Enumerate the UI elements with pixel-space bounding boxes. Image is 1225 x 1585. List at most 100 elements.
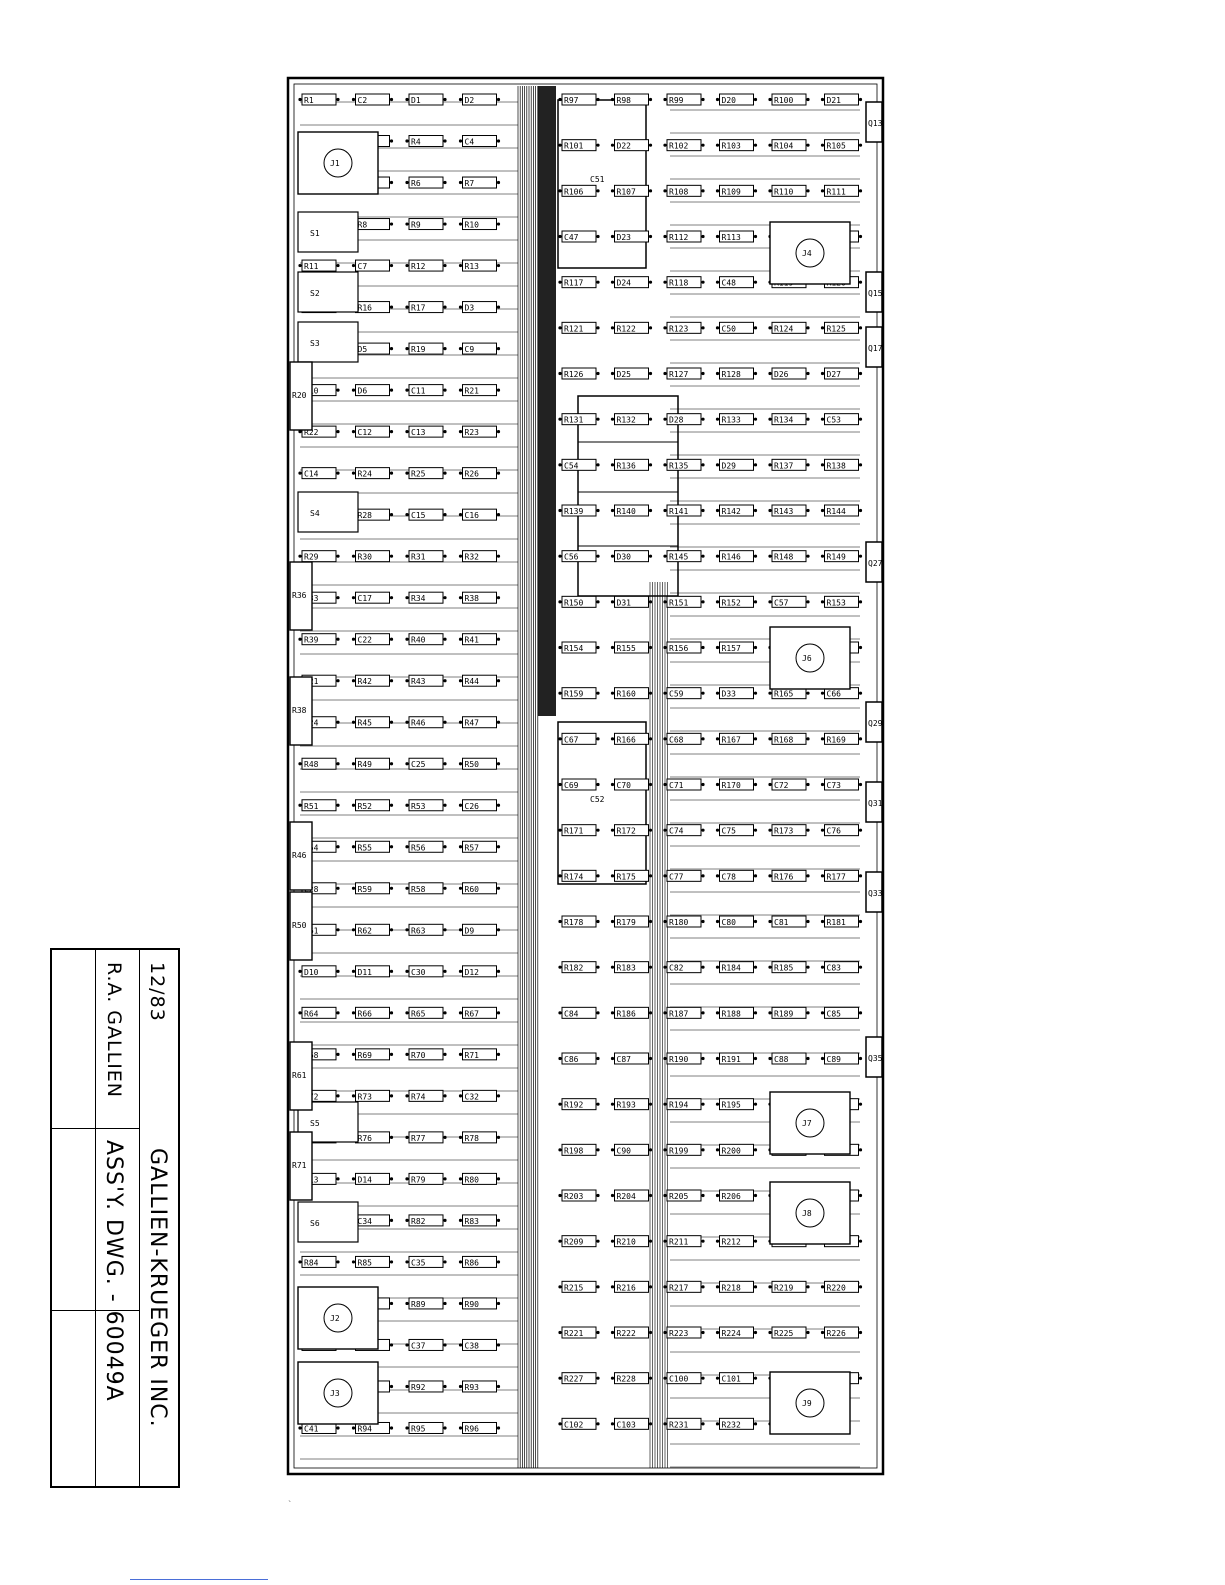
component-c67: C67 [558, 732, 600, 745]
component-label: R38 [465, 594, 480, 603]
component-label: D21 [827, 96, 842, 105]
component-label: D2 [465, 96, 475, 105]
component-c16: C16 [458, 508, 501, 521]
component-r23: R23 [458, 425, 501, 438]
component-r221: R221 [558, 1326, 600, 1339]
component-d2: D2 [458, 93, 501, 106]
component-r42: R42 [351, 674, 394, 687]
title-block-divider [52, 1310, 140, 1311]
component-r34: R34 [405, 591, 447, 604]
component-label: R148 [774, 553, 793, 562]
component-label: R188 [722, 1009, 741, 1018]
component-c71: C71 [663, 778, 705, 791]
component-r56: R56 [405, 840, 447, 853]
board-outline [286, 76, 885, 1476]
component-label: R47 [465, 719, 480, 728]
component-r137: R137 [768, 458, 810, 471]
component-label: C17 [358, 594, 373, 603]
component-r111: R111 [820, 184, 863, 197]
component-r166: R166 [610, 732, 653, 745]
component-r104: R104 [768, 139, 810, 152]
component-r106: R106 [558, 184, 600, 197]
component-d23: D23 [610, 230, 653, 243]
component-label: R106 [564, 187, 583, 196]
component-label: R157 [722, 644, 741, 653]
component-label: R219 [774, 1283, 793, 1292]
switch-s4: S4 [297, 491, 359, 533]
component-label: R138 [827, 461, 846, 470]
component-r1: R1 [298, 93, 340, 106]
component-r38: R38 [458, 591, 501, 604]
transistor-q15: Q15 [865, 271, 883, 313]
component-label: C72 [774, 781, 789, 790]
transistor-q35: Q35 [865, 1036, 883, 1078]
component-label: R123 [669, 324, 688, 333]
title-block [50, 948, 180, 1488]
component-c89: C89 [820, 1052, 863, 1065]
component-label: R144 [827, 507, 846, 516]
component-r93: R93 [458, 1380, 501, 1393]
component-r31: R31 [405, 550, 447, 563]
component-r172: R172 [610, 824, 653, 837]
component-r138: R138 [820, 458, 863, 471]
transistor-label: Q13 [868, 119, 883, 128]
component-r149: R149 [820, 550, 863, 563]
component-c13: C13 [405, 425, 447, 438]
component-c103: C103 [610, 1417, 653, 1430]
component-label: C22 [358, 636, 373, 645]
component-label: R92 [411, 1383, 426, 1392]
jack-j9: J9 [769, 1371, 851, 1435]
component-label: R145 [669, 553, 688, 562]
component-c38: C38 [458, 1338, 501, 1351]
component-r22: R22 [298, 425, 340, 438]
component-label: D3 [465, 304, 475, 313]
component-label: R100 [774, 96, 793, 105]
component-label: R195 [722, 1101, 741, 1110]
component-label: R79 [411, 1175, 426, 1184]
component-label: R74 [411, 1092, 426, 1101]
page-mark: ` [288, 1500, 292, 1511]
component-r121: R121 [558, 321, 600, 334]
component-r127: R127 [663, 367, 705, 380]
component-label: R206 [722, 1192, 741, 1201]
component-label: D9 [465, 926, 475, 935]
component-label: C38 [465, 1341, 480, 1350]
transistor-label: Q29 [868, 719, 883, 728]
component-r105: R105 [820, 139, 863, 152]
component-r63: R63 [405, 923, 447, 936]
component-r59: R59 [351, 882, 394, 895]
component-label: R134 [774, 416, 793, 425]
component-label: R26 [465, 470, 480, 479]
component-label: R108 [669, 187, 688, 196]
component-label: R152 [722, 598, 741, 607]
component-label: R184 [722, 964, 741, 973]
component-r187: R187 [663, 1006, 705, 1019]
component-r195: R195 [715, 1098, 758, 1111]
component-label: R25 [411, 470, 426, 479]
component-c32: C32 [458, 1089, 501, 1102]
component-label: D6 [358, 387, 368, 396]
component-r128: R128 [715, 367, 758, 380]
component-label: R136 [617, 461, 636, 470]
component-d22: D22 [610, 139, 653, 152]
component-r57: R57 [458, 840, 501, 853]
transistor-label: Q35 [868, 1054, 883, 1063]
component-d10: D10 [298, 965, 340, 978]
component-label: R56 [411, 843, 426, 852]
component-label: C101 [722, 1375, 741, 1384]
component-label: R183 [617, 964, 636, 973]
component-label: R102 [669, 142, 688, 151]
component-label: D25 [617, 370, 632, 379]
pot-r20: R20 [289, 361, 313, 431]
component-r193: R193 [610, 1098, 653, 1111]
component-d20: D20 [715, 93, 758, 106]
component-label: R169 [827, 735, 846, 744]
component-label: R60 [465, 885, 480, 894]
component-label: D28 [669, 416, 684, 425]
component-label: C48 [722, 279, 737, 288]
component-c78: C78 [715, 869, 758, 882]
component-r226: R226 [820, 1326, 863, 1339]
component-c48: C48 [715, 276, 758, 289]
pot-label: R20 [292, 391, 307, 400]
component-label: R12 [411, 262, 426, 271]
